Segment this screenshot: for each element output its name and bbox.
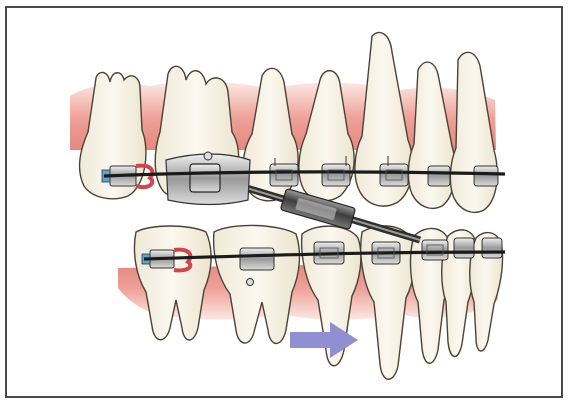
upper-molar-band [166,152,250,205]
lower-central-bracket [482,238,502,258]
lower-canine-bracket [422,240,448,260]
lower-lateral-bracket [454,238,474,258]
lower-molar-1 [134,226,211,340]
upper-lateral-bracket [428,166,450,186]
upper-central-incisor [450,52,497,212]
lower-molar-2 [214,225,300,343]
upper-central-bracket [474,166,498,186]
